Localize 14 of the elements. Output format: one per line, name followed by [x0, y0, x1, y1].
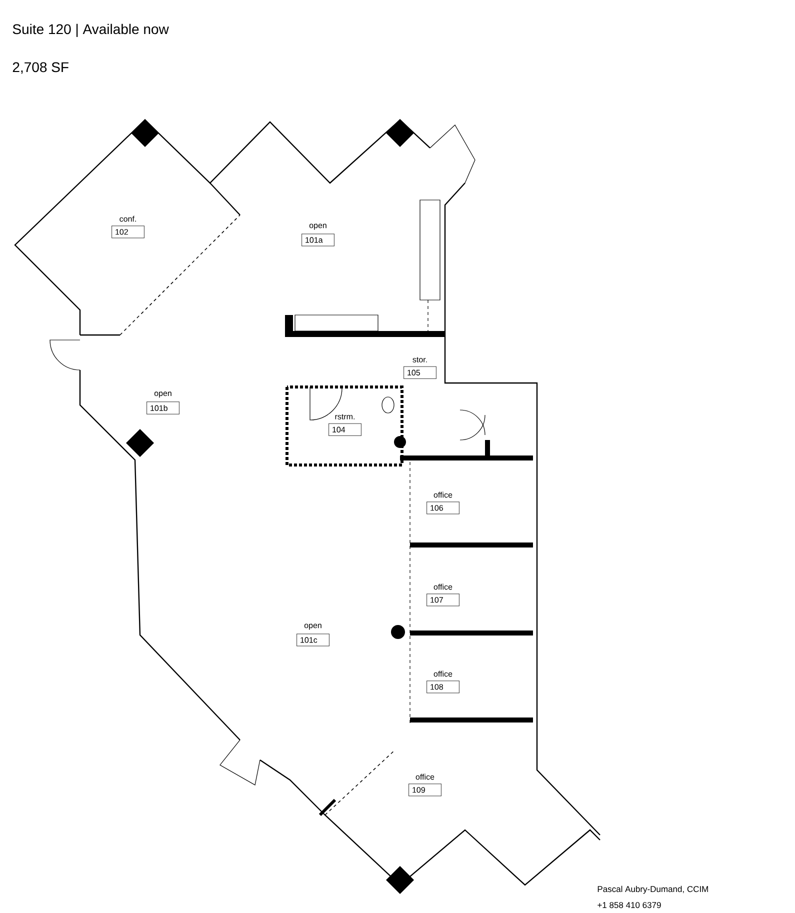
area-text: 2,708 SF [12, 62, 68, 74]
room-tag: office 107 [426, 584, 460, 606]
room-tag: stor. 105 [403, 357, 437, 379]
room-tag: office 106 [426, 492, 460, 514]
phone-number: +1 858 410 6379 [598, 902, 661, 908]
room-tag: office 108 [426, 670, 460, 694]
room-tag: open 101a [301, 224, 335, 246]
room-tag: open 101c [296, 624, 330, 646]
room-tag: office 109 [408, 774, 442, 796]
contact-name: Pascal Aubry-Dumand, CCIM [598, 886, 708, 894]
room-tag: conf. 102 [111, 216, 145, 238]
title: Suite 120 | Available now [12, 24, 169, 37]
room-tag: open 101b [146, 392, 180, 414]
room-tag: rstrm. 104 [328, 414, 362, 436]
